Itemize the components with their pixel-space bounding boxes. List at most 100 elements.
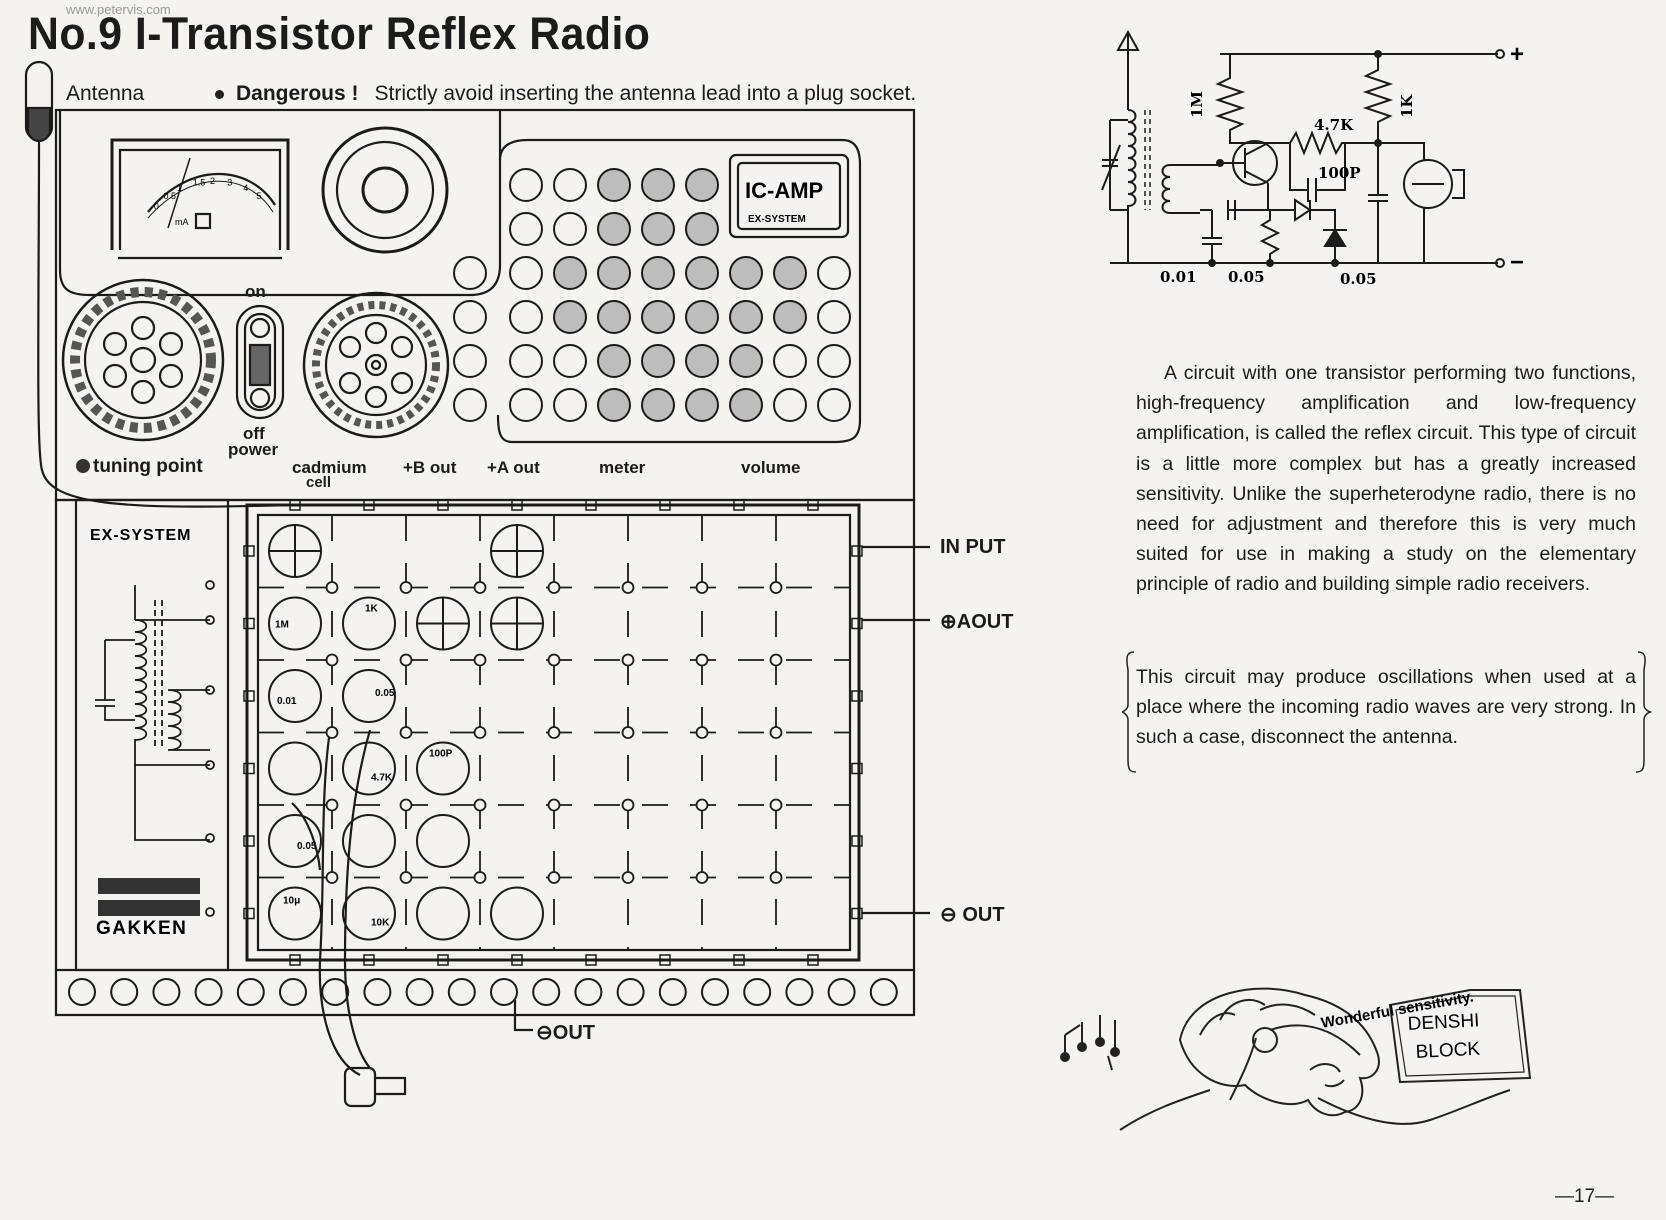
grid-node[interactable]	[547, 726, 561, 739]
grid-node[interactable]	[695, 871, 709, 884]
component-block[interactable]	[268, 814, 322, 868]
panel-socket[interactable]	[817, 256, 851, 290]
panel-socket[interactable]	[597, 344, 631, 378]
panel-socket[interactable]	[509, 300, 543, 334]
panel-socket[interactable]	[817, 388, 851, 422]
panel-socket[interactable]	[729, 388, 763, 422]
panel-socket[interactable]	[453, 388, 487, 422]
terminal-hole[interactable]	[405, 978, 434, 1006]
grid-node[interactable]	[695, 581, 709, 594]
grid-node[interactable]	[325, 871, 339, 884]
grid-node[interactable]	[769, 726, 783, 739]
component-block[interactable]	[268, 886, 322, 941]
grid-node[interactable]	[769, 798, 783, 812]
grid-node[interactable]	[399, 581, 413, 594]
component-block[interactable]	[342, 886, 396, 941]
terminal-hole[interactable]	[743, 978, 772, 1006]
panel-socket[interactable]	[685, 212, 719, 246]
panel-socket[interactable]	[553, 212, 587, 246]
terminal-hole[interactable]	[785, 978, 814, 1006]
panel-socket[interactable]	[641, 344, 675, 378]
panel-socket[interactable]	[597, 168, 631, 202]
grid-node[interactable]	[621, 653, 635, 667]
panel-socket[interactable]	[453, 344, 487, 378]
terminal-hole[interactable]	[236, 978, 265, 1006]
panel-socket[interactable]	[509, 256, 543, 290]
grid-node[interactable]	[399, 653, 413, 667]
panel-socket[interactable]	[509, 344, 543, 378]
grid-node[interactable]	[473, 726, 487, 739]
grid-node[interactable]	[621, 726, 635, 739]
component-block[interactable]	[342, 814, 396, 868]
panel-socket[interactable]	[641, 212, 675, 246]
terminal-hole[interactable]	[279, 978, 307, 1006]
component-block[interactable]	[416, 741, 470, 796]
terminal-hole[interactable]	[363, 978, 392, 1006]
terminal-hole[interactable]	[827, 978, 856, 1006]
terminal-hole[interactable]	[447, 978, 476, 1006]
panel-socket[interactable]	[509, 212, 543, 246]
panel-socket[interactable]	[509, 168, 543, 202]
panel-socket[interactable]	[729, 344, 763, 378]
panel-socket[interactable]	[597, 212, 631, 246]
panel-socket[interactable]	[817, 344, 851, 378]
terminal-hole[interactable]	[869, 978, 898, 1006]
grid-node[interactable]	[547, 653, 561, 667]
panel-socket[interactable]	[641, 168, 675, 202]
panel-socket[interactable]	[685, 388, 719, 422]
grid-node[interactable]	[769, 653, 783, 667]
component-block[interactable]	[268, 741, 322, 796]
grid-node[interactable]	[473, 581, 487, 594]
panel-socket[interactable]	[685, 256, 719, 290]
panel-socket[interactable]	[817, 300, 851, 334]
panel-socket[interactable]	[685, 168, 719, 202]
power-switch[interactable]	[235, 304, 285, 420]
grid-node[interactable]	[399, 726, 413, 739]
terminal-hole[interactable]	[701, 978, 729, 1006]
component-block[interactable]	[342, 596, 396, 651]
component-block[interactable]	[416, 814, 470, 868]
panel-socket[interactable]	[553, 388, 587, 422]
grid-node[interactable]	[621, 871, 635, 884]
terminal-hole[interactable]	[110, 978, 139, 1006]
grid-node[interactable]	[769, 871, 783, 884]
panel-socket[interactable]	[773, 256, 807, 290]
panel-socket[interactable]	[729, 256, 763, 290]
panel-socket[interactable]	[685, 344, 719, 378]
panel-socket[interactable]	[597, 388, 631, 422]
grid-node[interactable]	[547, 798, 561, 812]
component-block[interactable]	[490, 886, 544, 941]
panel-socket[interactable]	[641, 300, 675, 334]
grid-node[interactable]	[325, 798, 339, 812]
terminal-hole[interactable]	[616, 978, 645, 1006]
component-block[interactable]	[416, 886, 470, 941]
panel-socket[interactable]	[685, 300, 719, 334]
terminal-hole[interactable]	[321, 978, 350, 1006]
panel-socket[interactable]	[553, 344, 587, 378]
grid-node[interactable]	[473, 653, 487, 667]
panel-socket[interactable]	[553, 168, 587, 202]
panel-socket[interactable]	[641, 256, 675, 290]
component-block[interactable]	[342, 669, 396, 723]
grid-node[interactable]	[769, 581, 783, 594]
component-block[interactable]	[268, 596, 322, 651]
panel-socket[interactable]	[773, 388, 807, 422]
volume-knob[interactable]	[302, 291, 450, 439]
grid-node[interactable]	[399, 798, 413, 812]
grid-node[interactable]	[547, 581, 561, 594]
terminal-hole[interactable]	[490, 978, 518, 1006]
grid-node[interactable]	[695, 798, 709, 812]
panel-socket[interactable]	[509, 388, 543, 422]
grid-node[interactable]	[325, 726, 339, 739]
terminal-hole[interactable]	[152, 978, 181, 1006]
component-block[interactable]	[268, 669, 322, 723]
panel-socket[interactable]	[453, 300, 487, 334]
grid-node[interactable]	[695, 726, 709, 739]
panel-socket[interactable]	[453, 256, 487, 290]
terminal-hole[interactable]	[532, 978, 561, 1006]
grid-node[interactable]	[621, 581, 635, 594]
grid-node[interactable]	[547, 871, 561, 884]
panel-socket[interactable]	[597, 300, 631, 334]
panel-socket[interactable]	[641, 388, 675, 422]
panel-socket[interactable]	[773, 300, 807, 334]
